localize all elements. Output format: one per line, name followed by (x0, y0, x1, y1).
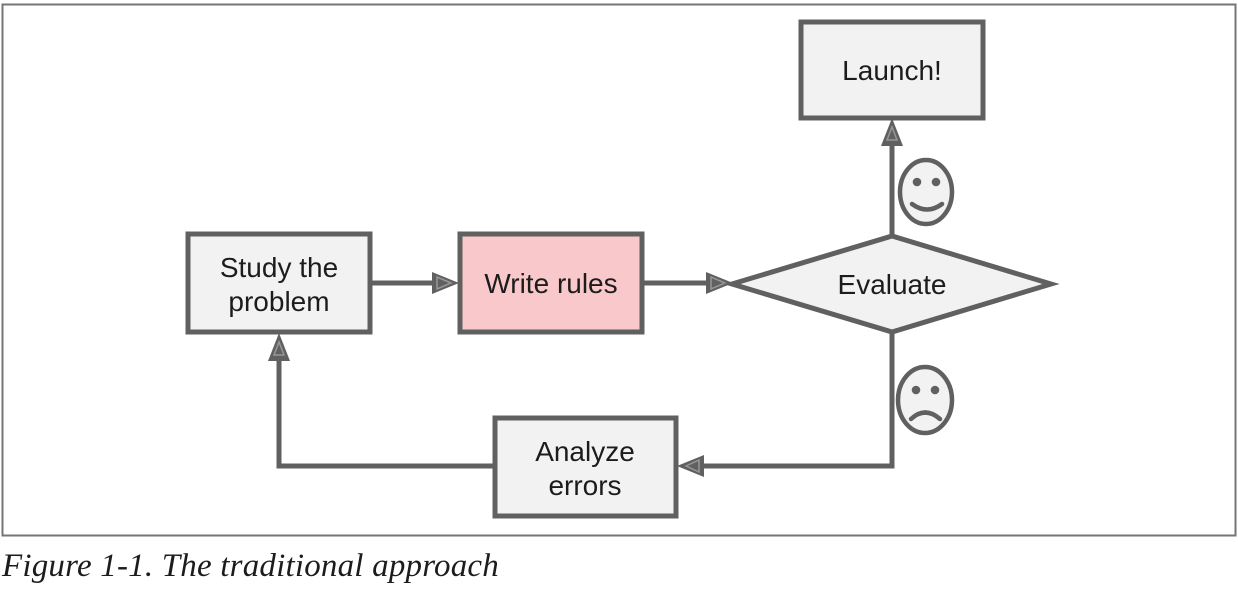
node-launch: Launch! (798, 19, 986, 121)
node-study-label-line2: problem (228, 286, 329, 317)
flowchart-figure: Study the problem Write rules Evaluate L… (1, 3, 1237, 537)
node-analyze-errors-label-line2: errors (548, 470, 621, 501)
node-analyze-errors: Analyze errors (492, 415, 679, 519)
node-write-rules-label: Write rules (484, 268, 617, 299)
arrow-evaluate-to-analyze-errors (677, 330, 895, 477)
node-evaluate-label: Evaluate (838, 269, 947, 300)
figure-border (1, 3, 1237, 537)
arrow-analyze-errors-to-study (268, 333, 495, 469)
figure-caption: Figure 1-1. The traditional approach (2, 548, 499, 584)
arrow-write-rules-to-evaluate (642, 272, 733, 294)
node-analyze-errors-label-line1: Analyze (535, 436, 635, 467)
node-write-rules: Write rules (457, 231, 645, 335)
node-evaluate: Evaluate (723, 233, 1060, 335)
node-study-label-line1: Study the (220, 252, 338, 283)
happy-face-icon (897, 157, 955, 227)
node-launch-label: Launch! (842, 55, 942, 86)
node-study-the-problem: Study the problem (185, 231, 373, 335)
arrow-study-to-write-rules (370, 272, 459, 294)
arrow-evaluate-to-launch (881, 118, 903, 238)
sad-face-icon (895, 364, 955, 436)
